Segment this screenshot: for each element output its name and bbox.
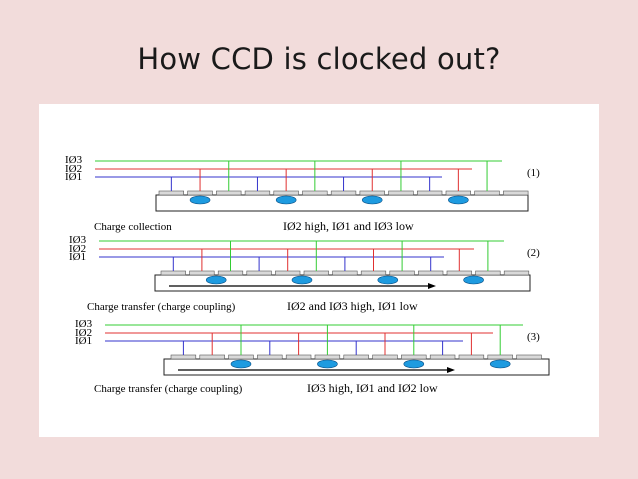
gate-electrode <box>503 270 530 276</box>
panel-state: IØ3 high, IØ1 and IØ2 low <box>307 381 438 395</box>
gate-electrode <box>302 190 328 196</box>
gate-electrode <box>228 354 254 360</box>
gate-electrode <box>314 354 341 360</box>
gate-electrode <box>487 354 513 360</box>
clock-line-label: IØ3 <box>75 318 93 330</box>
clock-line-label: IØ2 <box>75 327 92 339</box>
gate-electrode <box>246 270 272 276</box>
ccd-substrate <box>155 194 529 212</box>
gate-electrode <box>429 354 456 360</box>
clock-line-label: IØ3 <box>65 154 83 166</box>
gate-electrode <box>257 354 283 360</box>
gate-electrode <box>458 354 485 360</box>
gate-electrode <box>170 354 197 360</box>
gate-electrode <box>158 190 185 196</box>
slide-title: How CCD is clocked out? <box>137 42 501 76</box>
gate-electrode <box>416 190 443 196</box>
panel-caption: Charge transfer (charge coupling) <box>94 383 243 395</box>
charge-packet <box>205 275 227 285</box>
gate-electrode <box>388 190 414 196</box>
gate-electrode <box>446 270 472 276</box>
charge-packet <box>189 195 211 205</box>
charge-packet <box>377 275 399 285</box>
clock-line-label: IØ1 <box>75 335 92 347</box>
panel-caption: Charge transfer (charge coupling) <box>87 301 236 313</box>
charge-packet <box>317 359 338 369</box>
gate-electrode <box>445 190 472 196</box>
panel-number: (1) <box>527 167 540 179</box>
arrow-head <box>447 367 455 373</box>
gate-electrode <box>332 270 358 276</box>
gate-electrode <box>418 270 444 276</box>
panel-state: IØ2 and IØ3 high, IØ1 low <box>287 299 418 313</box>
panel-state: IØ2 high, IØ1 and IØ3 low <box>283 219 414 233</box>
gate-electrode <box>330 190 357 196</box>
gate-electrode <box>303 270 329 276</box>
gate-electrode <box>503 190 529 196</box>
clock-line-label: IØ1 <box>69 251 86 263</box>
arrow-head <box>428 283 436 289</box>
charge-packet <box>448 195 469 205</box>
charge-packet <box>230 359 252 369</box>
gate-electrode <box>475 270 501 276</box>
clock-line-label: IØ3 <box>69 234 87 246</box>
gate-electrode <box>217 270 244 276</box>
gate-electrode <box>359 190 385 196</box>
gate-electrode <box>389 270 415 276</box>
charge-packet <box>291 275 313 285</box>
clock-line-label: IØ2 <box>65 163 82 175</box>
panel-number: (2) <box>527 247 540 259</box>
gate-electrode <box>273 190 299 196</box>
gate-electrode <box>343 354 369 360</box>
charge-packet <box>489 359 511 369</box>
gate-electrode <box>160 270 186 276</box>
gate-electrode <box>244 190 271 196</box>
gate-electrode <box>516 354 542 360</box>
gate-electrode <box>401 354 427 360</box>
ccd-substrate <box>163 358 550 376</box>
clock-line-label: IØ2 <box>69 243 86 255</box>
gate-electrode <box>189 270 215 276</box>
panel-number: (3) <box>527 331 540 343</box>
gate-electrode <box>187 190 213 196</box>
charge-packet <box>463 275 484 285</box>
gate-electrode <box>216 190 242 196</box>
panel-caption: Charge collection <box>94 221 172 233</box>
gate-electrode <box>285 354 312 360</box>
clock-line-label: IØ1 <box>65 171 82 183</box>
gate-electrode <box>199 354 225 360</box>
gate-electrode <box>275 270 301 276</box>
charge-packet <box>403 359 425 369</box>
charge-packet <box>361 195 383 205</box>
gate-electrode <box>474 190 500 196</box>
gate-electrode <box>360 270 387 276</box>
gate-electrode <box>372 354 398 360</box>
charge-packet <box>275 195 297 205</box>
